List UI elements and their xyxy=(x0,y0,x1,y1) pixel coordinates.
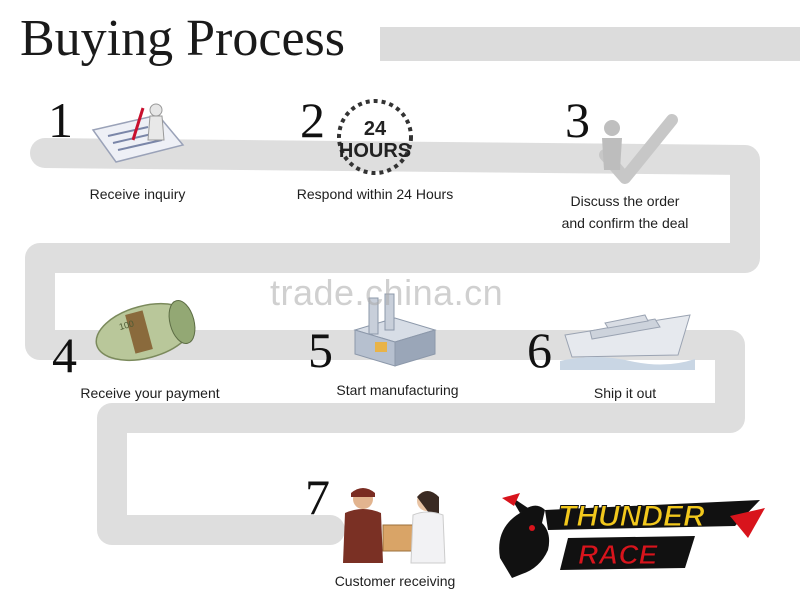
step-7-number: 7 xyxy=(305,469,330,525)
step-4-number: 4 xyxy=(52,327,77,383)
step-5-number: 5 xyxy=(308,322,333,378)
step-2-number: 2 xyxy=(300,92,325,148)
clock-badge-bottom: HOURS xyxy=(339,140,411,162)
svg-text:100: 100 xyxy=(118,318,135,332)
delivery-people-icon xyxy=(343,488,446,564)
step-6-number: 6 xyxy=(527,322,552,378)
clock-24-hours-icon: 24 HOURS xyxy=(337,99,413,175)
step-5-label: Start manufacturing xyxy=(336,382,459,398)
step-3-label-line2: and confirm the deal xyxy=(561,215,689,231)
factory-icon xyxy=(353,293,437,367)
ship-icon xyxy=(560,314,695,370)
logo-text-thunder: THUNDER xyxy=(558,500,705,533)
watermark: trade.china.cn xyxy=(270,272,504,313)
step-1-number: 1 xyxy=(48,92,73,148)
step-6-label: Ship it out xyxy=(593,385,657,401)
title-bar xyxy=(380,27,800,61)
step-7-label: Customer receiving xyxy=(334,573,456,589)
logo-text-race: RACE xyxy=(578,539,659,570)
checkmark-person-icon xyxy=(599,114,678,184)
money-roll-icon: 100 xyxy=(95,300,196,362)
step-3-label-line1: Discuss the order xyxy=(570,193,680,209)
page-title: Buying Process xyxy=(20,8,353,70)
thunder-race-logo: THUNDER RACE xyxy=(499,493,765,578)
inquiry-form-icon xyxy=(91,103,185,163)
step-3-number: 3 xyxy=(565,92,590,148)
horse-head-logo-icon xyxy=(499,493,550,578)
step-2-label: Respond within 24 Hours xyxy=(296,186,454,202)
step-1-label: Receive inquiry xyxy=(89,186,186,202)
clock-badge-top: 24 xyxy=(364,118,387,140)
step-4-label: Receive your payment xyxy=(80,385,220,401)
